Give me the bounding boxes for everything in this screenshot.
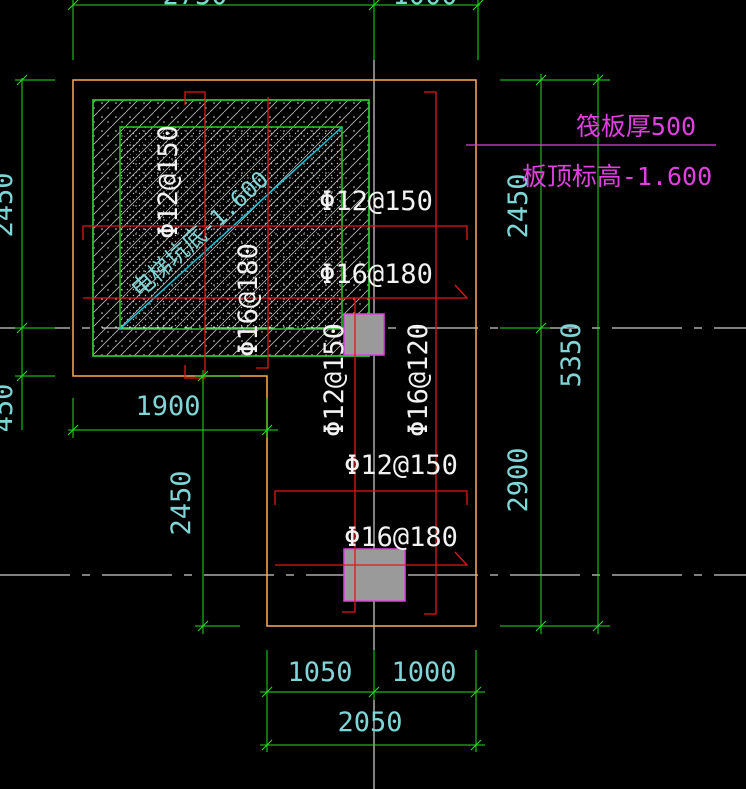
dim-bottom-total: 2050	[337, 707, 402, 738]
rebar-lines	[82, 91, 469, 615]
rebar-lower-vertical-1	[342, 297, 356, 613]
rebar-pit-vertical-2	[256, 97, 269, 369]
rebar-label-lower-horizontal-1: Φ12@150	[344, 450, 458, 481]
rebar-label-pit-vertical-1: Φ12@150	[153, 125, 184, 239]
rebar-label-pit-vertical-2: Φ16@180	[233, 243, 264, 357]
rebar-label-lower-vertical-2: Φ16@120	[403, 323, 434, 437]
top-elevation-label: 板顶标高-1.600	[522, 162, 712, 191]
dim-notch-width: 1900	[135, 391, 200, 422]
dim-bottom-right: 1000	[391, 657, 456, 688]
rebar-top-horizontal-1	[82, 225, 468, 240]
column-upper	[343, 313, 385, 356]
rebar-label-top-horizontal-1: Φ12@150	[319, 186, 433, 217]
dim-top-left-cut: 2750	[162, 0, 227, 11]
dim-top-right-cut: 1000	[392, 0, 457, 11]
rebar-label-top-horizontal-2: Φ16@180	[319, 259, 433, 290]
dim-right-upper: 2450	[503, 173, 534, 238]
dim-lower-wing-height: 2450	[166, 470, 197, 535]
rebar-label-lower-vertical-1: Φ12@150	[319, 323, 350, 437]
elevator-pit	[92, 99, 370, 357]
raft-thickness-label: 筏板厚500	[576, 112, 696, 141]
rebar-pit-vertical-1	[184, 91, 206, 379]
dim-right-lower: 2900	[503, 447, 534, 512]
dim-bottom-left: 1050	[287, 657, 352, 688]
raft-outline	[72, 79, 477, 627]
dim-right-total: 5350	[556, 322, 587, 387]
pit-diagonal	[119, 126, 343, 330]
rebar-lower-horizontal-2	[275, 551, 469, 566]
rebar-lower-horizontal-1	[274, 490, 468, 505]
rebar-label-lower-horizontal-2: Φ16@180	[344, 522, 458, 553]
rebar-top-horizontal-2	[83, 284, 469, 299]
column-lower	[343, 548, 406, 602]
rebar-lower-vertical-2	[424, 91, 437, 615]
dimension-lines	[15, 0, 610, 752]
dim-left-lower-cut: 450	[0, 384, 19, 433]
dim-left-upper-cut: 2450	[0, 172, 19, 237]
